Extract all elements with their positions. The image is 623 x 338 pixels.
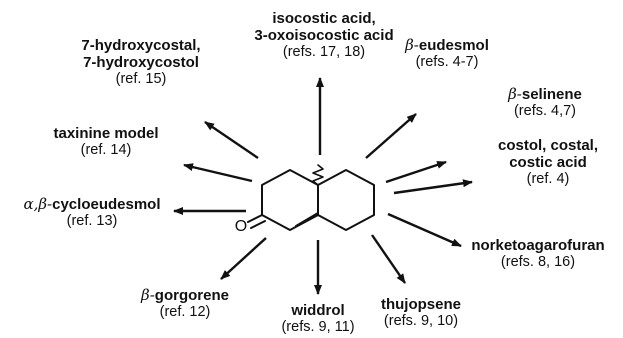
- arrows: [173, 77, 473, 295]
- reference: (ref. 12): [159, 304, 211, 320]
- label-taxinine: taxinine model (ref. 14): [31, 125, 181, 159]
- arrow-norketo: [387, 212, 462, 248]
- greek-prefix: β-: [405, 36, 419, 54]
- arrow-costol: [393, 179, 473, 195]
- reference: (refs. 17, 18): [282, 44, 366, 60]
- arrow-gorgorene: [220, 237, 267, 280]
- label-gorgorene: β-gorgorene (ref. 12): [125, 287, 245, 321]
- right-ring: [317, 169, 375, 231]
- greek-prefix: β-: [508, 85, 522, 103]
- methyl-wavy-bond: [312, 164, 324, 186]
- label-eudesmol: β-eudesmol (refs. 4-7): [392, 37, 502, 71]
- compound-name: eudesmol: [418, 37, 489, 54]
- compound-name: 7-hydroxycostol: [83, 54, 199, 71]
- label-cycloeudesmol: α,β-cycloeudesmol (ref. 13): [12, 196, 172, 230]
- carbonyl-bond: [247, 214, 263, 223]
- central-molecule: [247, 164, 375, 231]
- compound-name: cycloeudesmol: [52, 196, 161, 213]
- compound-name: costic acid: [509, 154, 587, 171]
- reference: (refs. 9, 11): [281, 319, 355, 335]
- compound-name: widdrol: [291, 302, 345, 319]
- left-ring: [261, 169, 319, 231]
- compound-name: 7-hydroxycostal,: [81, 37, 201, 54]
- oxygen-atom: O: [235, 218, 247, 235]
- reference: (refs. 4,7): [513, 103, 577, 119]
- compound-name: norketoagarofuran: [471, 237, 605, 254]
- reference: (ref. 15): [115, 71, 167, 87]
- arrow-selinene: [385, 160, 447, 184]
- reference: (refs. 9, 10): [383, 313, 459, 329]
- compound-name: costol, costal,: [497, 137, 599, 154]
- reference: (ref. 14): [80, 142, 132, 158]
- compound-name: thujopsene: [380, 296, 461, 313]
- greek-prefix: α,β-: [23, 195, 53, 213]
- arrow-eudesmol: [365, 113, 417, 159]
- label-selinene: β-selinene (refs. 4,7): [490, 86, 600, 120]
- arrow-taxinine: [183, 163, 253, 183]
- arrow-hydroxycostal: [204, 121, 259, 159]
- greek-prefix: β-: [141, 286, 155, 304]
- compound-name: 3-oxoisocostic acid: [254, 27, 394, 44]
- reference: (ref. 13): [66, 213, 118, 229]
- compound-name: gorgorene: [154, 287, 229, 304]
- compound-name: selinene: [521, 86, 582, 103]
- label-isocostic: isocostic acid, 3-oxoisocostic acid (ref…: [229, 10, 419, 61]
- compound-name: taxinine model: [53, 125, 159, 142]
- compound-name: isocostic acid,: [272, 10, 376, 27]
- carbonyl-double-bond: [250, 220, 266, 229]
- reference: (ref. 4): [526, 171, 570, 187]
- reference: (refs. 4-7): [415, 54, 479, 70]
- label-widdrol: widdrol (refs. 9, 11): [268, 302, 368, 338]
- reference: (refs. 8, 16): [500, 254, 576, 270]
- label-thujopsene: thujopsene (refs. 9, 10): [366, 296, 476, 330]
- label-hydroxycostal: 7-hydroxycostal, 7-hydroxycostol (ref. 1…: [56, 37, 226, 88]
- label-norketo: norketoagarofuran (refs. 8, 16): [457, 237, 619, 271]
- arrow-thujopsene: [371, 234, 406, 284]
- enone-double-bond: [295, 212, 319, 227]
- label-costol: costol, costal, costic acid (ref. 4): [486, 137, 610, 188]
